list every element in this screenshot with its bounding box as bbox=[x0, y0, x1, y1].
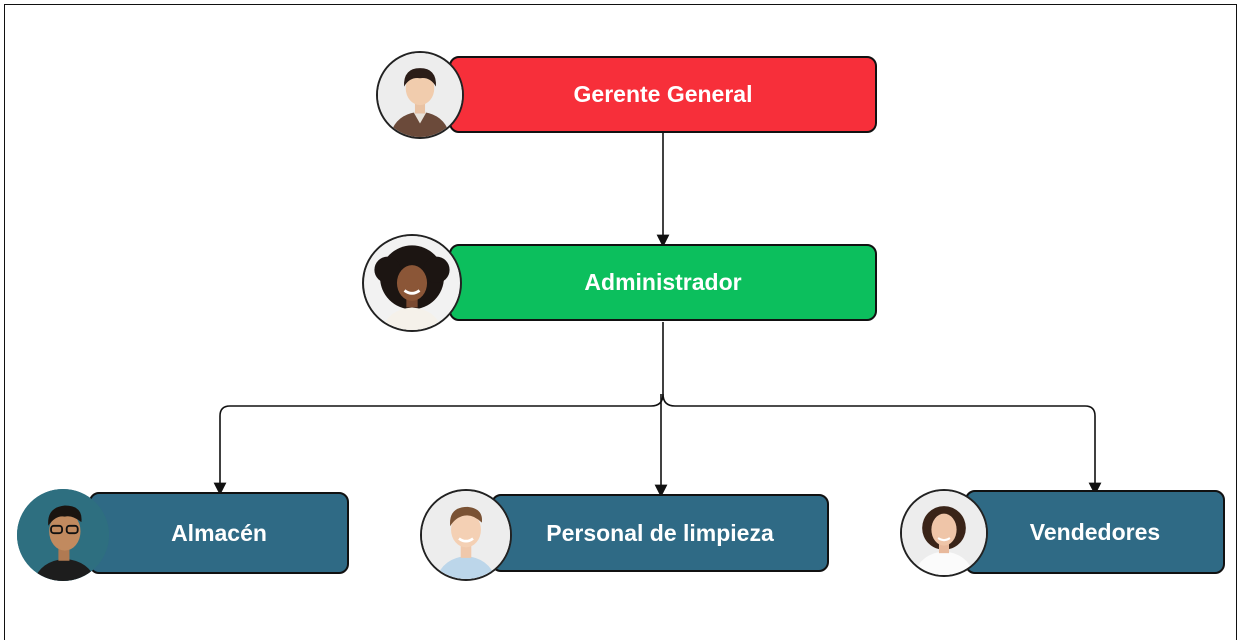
node-almacen-label: Almacén bbox=[171, 519, 267, 546]
node-gerente-general: Gerente General bbox=[449, 56, 877, 133]
node-personal-limpieza-label: Personal de limpieza bbox=[546, 519, 774, 546]
diagram-frame bbox=[4, 4, 1237, 640]
edge-administrador-almacen bbox=[213, 322, 664, 496]
node-gerente-general-label: Gerente General bbox=[573, 81, 753, 107]
person-avatar-icon bbox=[376, 51, 464, 139]
node-vendedores-label: Vendedores bbox=[1029, 518, 1161, 545]
node-almacen: Almacén bbox=[89, 492, 349, 574]
person-avatar-icon bbox=[17, 489, 109, 581]
person-avatar-icon bbox=[900, 489, 988, 577]
node-administrador-label: Administrador bbox=[584, 269, 742, 295]
edge-administrador-vendedores bbox=[662, 393, 1102, 496]
node-vendedores: Vendedores bbox=[965, 490, 1225, 574]
person-avatar-icon bbox=[362, 234, 462, 332]
person-avatar-icon bbox=[420, 489, 512, 581]
node-administrador: Administrador bbox=[449, 244, 877, 321]
node-personal-limpieza: Personal de limpieza bbox=[491, 494, 829, 572]
